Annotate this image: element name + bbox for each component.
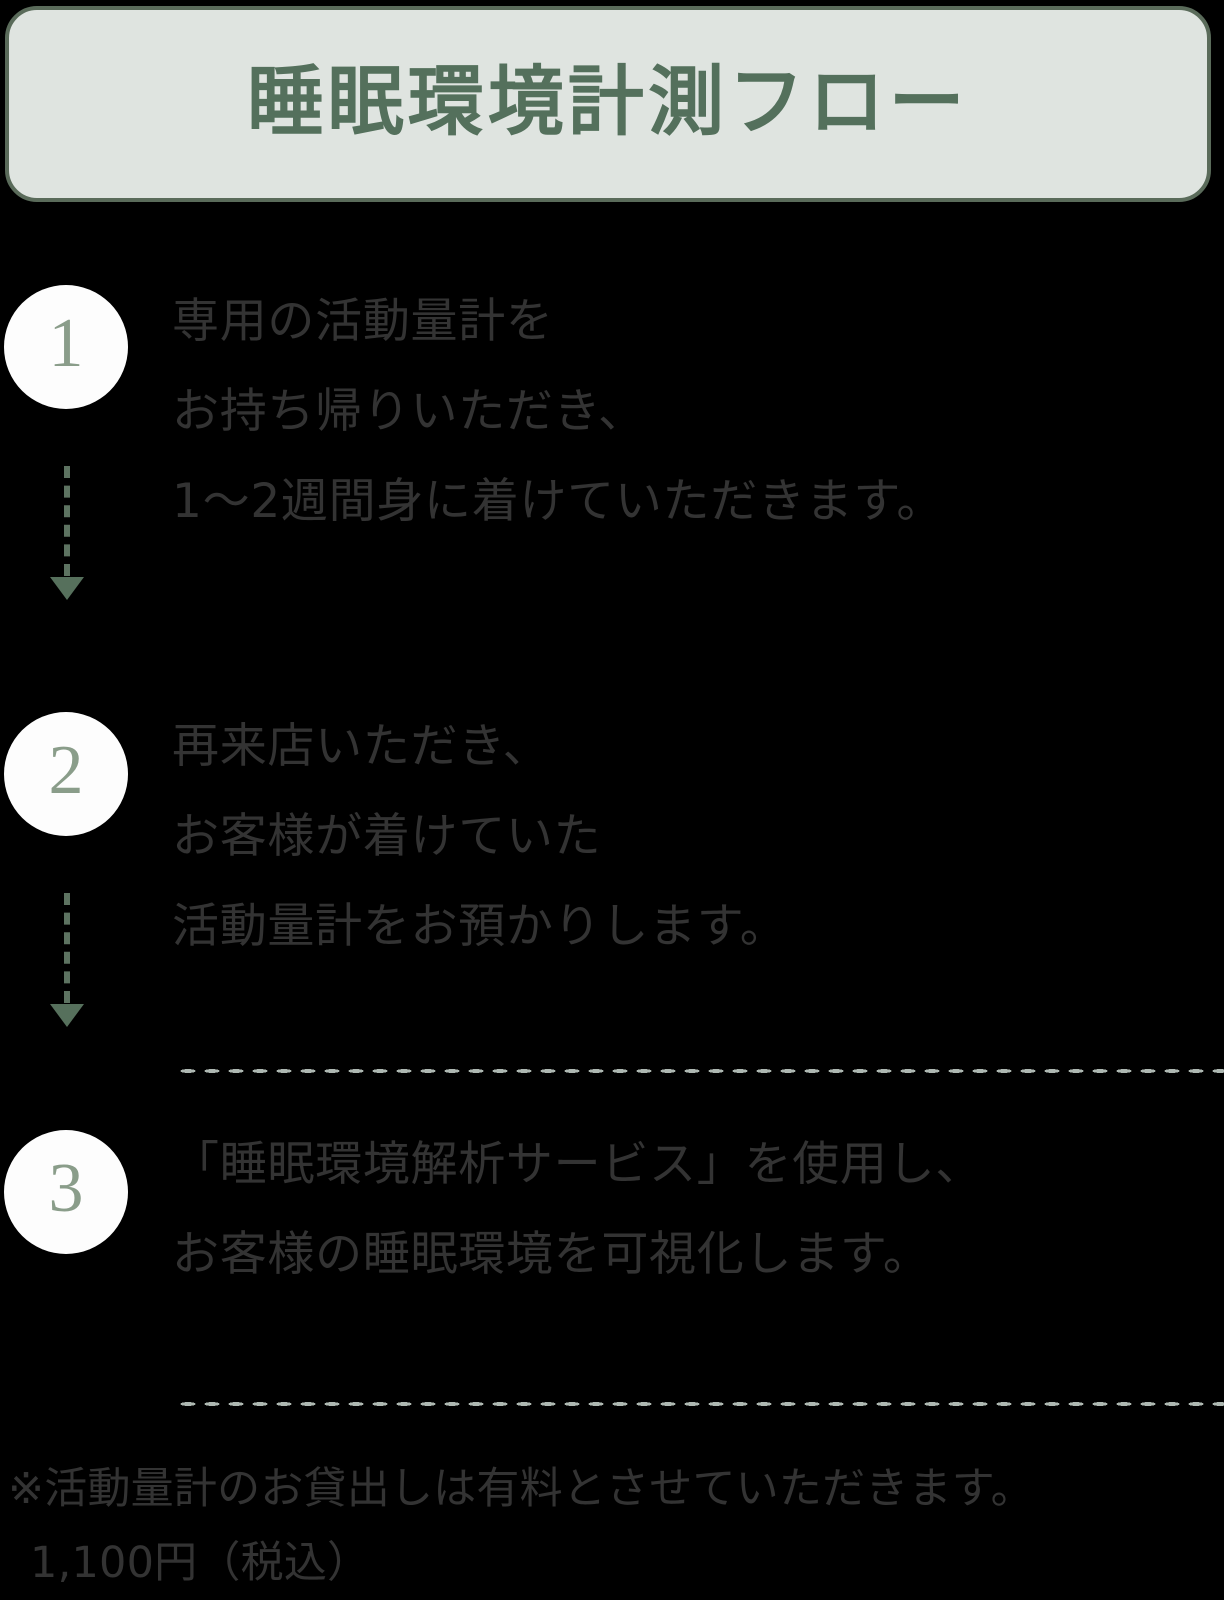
connector-arrow-icon (50, 577, 84, 600)
footnote-note: ※活動量計のお貸出しは有料とさせていただきます。 1,100円（税込） (8, 1452, 1224, 1600)
step-text-1: 専用の活動量計を お持ち帰りいただき、 1～2週間身に着けていただきます。 (172, 277, 1224, 547)
flow-connector-2-to-3 (50, 893, 84, 1027)
step-badge-number: 1 (48, 305, 84, 382)
step-text-3: 「睡眠環境解析サービス」を使用し、 お客様の睡眠環境を可視化します。 (172, 1120, 1224, 1300)
step-text-line: 1～2週間身に着けていただきます。 (172, 474, 945, 529)
footnote-line: ※活動量計のお貸出しは有料とさせていただきます。 (8, 1464, 1034, 1514)
page-header-banner: 睡眠環境計測フロー (5, 6, 1211, 202)
dotted-separator-after-step-3 (176, 1401, 1224, 1407)
step-badge-number: 2 (48, 732, 84, 809)
step-text-line: お持ち帰りいただき、 (172, 384, 646, 439)
dotted-separator-after-step-2 (176, 1068, 1224, 1074)
connector-arrow-icon (50, 1004, 84, 1027)
step-text-line: お客様が着けていた (172, 809, 602, 864)
flow-step-3: 3 「睡眠環境解析サービス」を使用し、 お客様の睡眠環境を可視化します。 (0, 1130, 1224, 1390)
flow-step-1: 1 専用の活動量計を お持ち帰りいただき、 1～2週間身に着けていただきます。 (0, 285, 1224, 645)
footnote-price: 1,100円（税込） (30, 1538, 371, 1588)
step-badge-3: 3 (4, 1130, 128, 1254)
flow-connector-1-to-2 (50, 466, 84, 600)
step-text-line: 専用の活動量計を (172, 294, 554, 349)
step-text-line: お客様の睡眠環境を可視化します。 (172, 1227, 931, 1282)
step-text-line: 再来店いただき、 (172, 719, 551, 774)
connector-dashed-line (64, 893, 70, 1003)
page-title: 睡眠環境計測フロー (247, 57, 969, 146)
flow-step-2: 2 再来店いただき、 お客様が着けていた 活動量計をお預かりします。 (0, 712, 1224, 1072)
step-badge-2: 2 (4, 712, 128, 836)
step-text-line: 「睡眠環境解析サービス」を使用し、 (172, 1137, 983, 1192)
step-text-line: 活動量計をお預かりします。 (172, 899, 788, 954)
step-text-2: 再来店いただき、 お客様が着けていた 活動量計をお預かりします。 (172, 702, 1224, 972)
step-badge-number: 3 (48, 1150, 84, 1227)
connector-dashed-line (64, 466, 70, 576)
step-badge-1: 1 (4, 285, 128, 409)
